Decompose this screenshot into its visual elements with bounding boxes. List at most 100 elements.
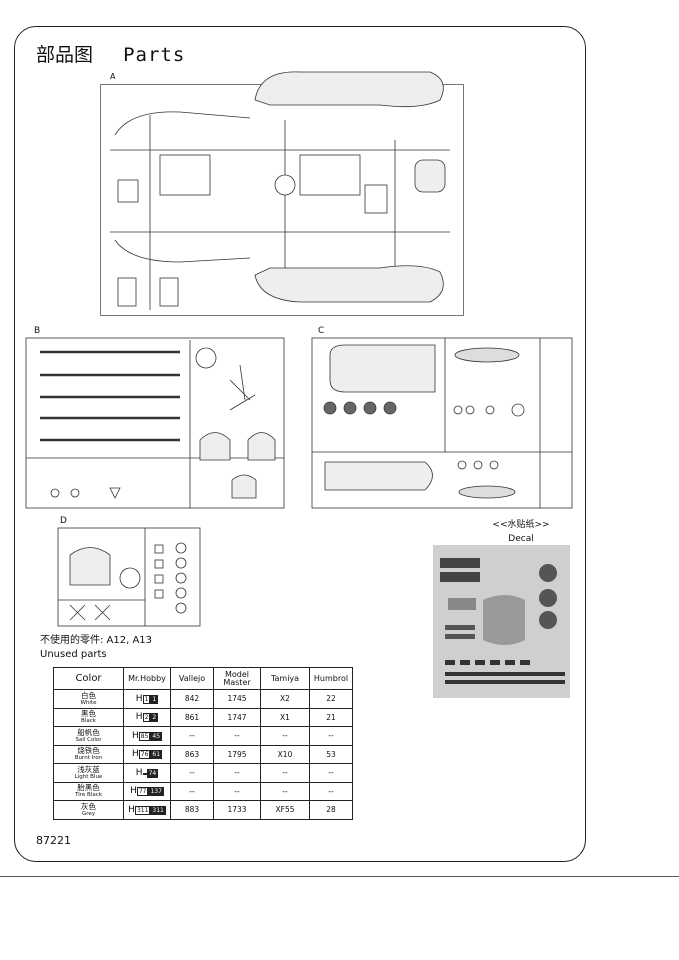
color-name-en: Sail Color: [75, 736, 102, 743]
header-mrhobby: Mr.Hobby: [123, 667, 171, 690]
color-name-en: Burnt Iron: [74, 755, 103, 762]
color-name-cn: 灰色: [81, 801, 96, 811]
mrhobby-code-c: 74: [146, 768, 159, 778]
color-name-cn: 船帆色: [77, 727, 100, 737]
humbrol-cell: 22: [309, 689, 353, 709]
color-name-cn: 白色: [81, 690, 96, 700]
mrhobby-code-h: 1: [142, 694, 151, 704]
vallejo-cell: 842: [170, 689, 214, 709]
mrhobby-code-c: 311: [150, 805, 166, 815]
humbrol-cell: --: [309, 763, 353, 783]
tamiya-cell: --: [260, 781, 310, 801]
decal-title-en: Decal: [508, 534, 534, 544]
title-en: Parts: [123, 44, 186, 66]
tamiya-cell: --: [260, 763, 310, 783]
model-master-cell: 1795: [213, 744, 261, 764]
sprue-c-parts: [311, 337, 573, 509]
vallejo-cell: 863: [170, 744, 214, 764]
color-name-cn: 浅灰蓝: [77, 764, 100, 774]
sprue-b-label: B: [34, 326, 41, 336]
title-cn: 部品图: [36, 44, 94, 66]
page-frame: [14, 26, 586, 862]
color-name-cn: 烧铁色: [77, 746, 100, 756]
decal-sheet-art: [440, 558, 565, 684]
tamiya-cell: X10: [260, 744, 310, 764]
sprue-a-parts: [110, 71, 450, 310]
decal-title: <<水贴纸>> Decal: [476, 518, 566, 546]
mrhobby-code-c: 137: [148, 787, 164, 797]
mrhobby-code-c: 1: [150, 694, 159, 704]
page-divider: [0, 876, 679, 877]
tamiya-cell: X2: [260, 689, 310, 709]
humbrol-cell: --: [309, 726, 353, 746]
page-title: 部品图 Parts: [36, 40, 209, 67]
table-header-row: Color Mr.Hobby Vallejo Model Master Tami…: [53, 667, 353, 690]
humbrol-cell: 53: [309, 744, 353, 764]
header-model-master: Model Master: [213, 667, 261, 690]
vallejo-cell: --: [170, 781, 214, 801]
vallejo-cell: 883: [170, 800, 214, 820]
mrhobby-code-h: 77: [136, 787, 149, 797]
tamiya-cell: X1: [260, 707, 310, 727]
vallejo-cell: --: [170, 726, 214, 746]
tamiya-cell: --: [260, 726, 310, 746]
unused-parts-cn: 不使用的零件: A12, A13: [40, 635, 153, 646]
sprue-b-parts: [25, 337, 285, 509]
sprue-c-label: C: [318, 326, 325, 336]
mrhobby-code-h: 85: [138, 731, 151, 741]
mrhobby-code-h: 76: [138, 750, 151, 760]
color-name-en: Grey: [81, 810, 96, 817]
model-master-cell: --: [213, 763, 261, 783]
color-name-en: White: [80, 699, 97, 706]
mrhobby-code-h: [142, 772, 147, 775]
vallejo-cell: 861: [170, 707, 214, 727]
header-vallejo: Vallejo: [170, 667, 214, 690]
model-master-cell: 1745: [213, 689, 261, 709]
sprue-d-label: D: [60, 516, 67, 526]
sprue-a-label: A: [110, 72, 116, 81]
header-color: Color: [53, 667, 124, 690]
color-name-en: Tire Black: [75, 792, 102, 799]
model-master-cell: --: [213, 781, 261, 801]
vallejo-cell: --: [170, 763, 214, 783]
mrhobby-code-h: 2: [142, 713, 151, 723]
humbrol-cell: --: [309, 781, 353, 801]
sprue-d-parts: [57, 527, 201, 627]
humbrol-cell: 28: [309, 800, 353, 820]
color-name-en: Light Blue: [74, 773, 103, 780]
mrhobby-code-c: 2: [150, 713, 159, 723]
header-tamiya: Tamiya: [260, 667, 310, 690]
decal-title-cn: <<水贴纸>>: [492, 520, 550, 530]
color-name-cn: 胎黑色: [77, 783, 100, 793]
mrhobby-code-c: 61: [150, 750, 163, 760]
unused-parts-en: Unused parts: [40, 649, 107, 660]
model-master-cell: 1733: [213, 800, 261, 820]
model-master-cell: --: [213, 726, 261, 746]
header-humbrol: Humbrol: [309, 667, 353, 690]
color-name-en: Black: [81, 718, 96, 725]
mrhobby-code-h: 311: [134, 805, 151, 815]
paint-color-table: Color Mr.Hobby Vallejo Model Master Tami…: [53, 667, 353, 820]
model-master-cell: 1747: [213, 707, 261, 727]
mrhobby-code-c: 45: [150, 731, 163, 741]
